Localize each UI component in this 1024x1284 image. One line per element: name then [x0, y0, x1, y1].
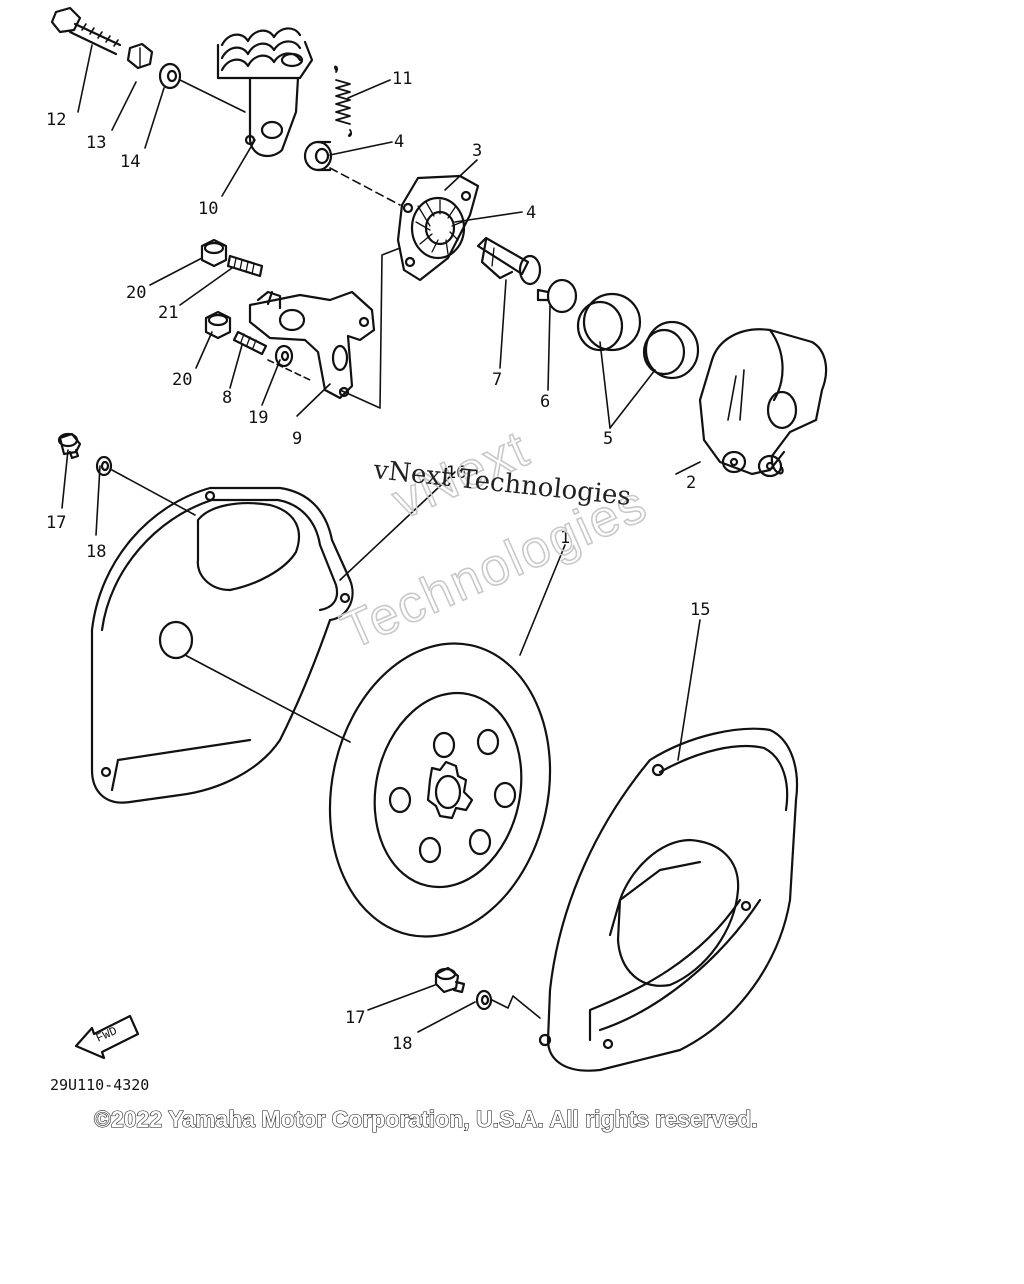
- pin-6: [536, 278, 578, 314]
- part-label-1: 1: [560, 528, 570, 548]
- part-label-4-top: 4: [394, 132, 404, 152]
- washer-18-top: [95, 455, 113, 477]
- stud-21: [226, 254, 264, 278]
- back-plate-15: [538, 727, 799, 1072]
- leader-lines: [61, 44, 701, 1033]
- washer-14: [158, 62, 182, 90]
- part-labels: 1 2 3 4 4 5 6 7 8 9 10 11 12 13 14 15 16…: [46, 69, 710, 1054]
- cover-16: [90, 486, 354, 804]
- part-label-10: 10: [198, 199, 218, 219]
- part-label-21: 21: [158, 303, 178, 323]
- part-label-8: 8: [222, 388, 232, 408]
- brake-disc-1: [328, 642, 552, 938]
- part-label-17-bottom: 17: [345, 1008, 365, 1028]
- part-label-5: 5: [603, 429, 613, 449]
- washer-19: [274, 344, 294, 368]
- seal-4-top: [303, 140, 333, 172]
- bolt-8: [232, 330, 268, 356]
- pad-5-b: [642, 320, 700, 380]
- part-label-14: 14: [120, 152, 140, 172]
- copyright-notice: ©2022 Yamaha Motor Corporation, U.S.A. A…: [94, 1106, 758, 1132]
- fwd-label: FWD: [94, 1024, 119, 1046]
- part-label-2: 2: [686, 473, 696, 493]
- bracket-9: [248, 290, 376, 400]
- part-label-18-bottom: 18: [392, 1034, 412, 1054]
- diagram-code: 29U110-4320: [50, 1076, 149, 1094]
- part-label-16: 16: [446, 463, 466, 483]
- spring-11: [333, 65, 353, 137]
- nut-20-top: [200, 238, 228, 268]
- part-label-4-mid: 4: [526, 203, 536, 223]
- part-label-18-top: 18: [86, 542, 106, 562]
- part-label-13: 13: [86, 133, 106, 153]
- part-label-20-mid: 20: [172, 370, 192, 390]
- part-label-17-top: 17: [46, 513, 66, 533]
- bolt-12: [50, 6, 122, 56]
- part-label-7: 7: [492, 370, 502, 390]
- adjuster-7: [476, 236, 542, 286]
- washer-18-bottom: [475, 989, 493, 1011]
- part-label-20-top: 20: [126, 283, 146, 303]
- nut-20-mid: [204, 310, 232, 340]
- part-label-6: 6: [540, 392, 550, 412]
- caliper-body-3: [396, 174, 480, 282]
- part-label-11: 11: [392, 69, 412, 89]
- nut-13: [126, 42, 154, 70]
- fwd-arrow-icon: [74, 1014, 140, 1060]
- part-label-19: 19: [248, 408, 268, 428]
- part-label-12: 12: [46, 110, 66, 130]
- pad-5-a: [576, 292, 642, 352]
- part-label-3: 3: [472, 141, 482, 161]
- bolt-17-bottom: [434, 966, 466, 994]
- caliper-housing-2: [698, 328, 828, 478]
- part-label-15: 15: [690, 600, 710, 620]
- part-label-9: 9: [292, 429, 302, 449]
- lever-10: [216, 27, 314, 158]
- bolt-17-top: [57, 432, 82, 460]
